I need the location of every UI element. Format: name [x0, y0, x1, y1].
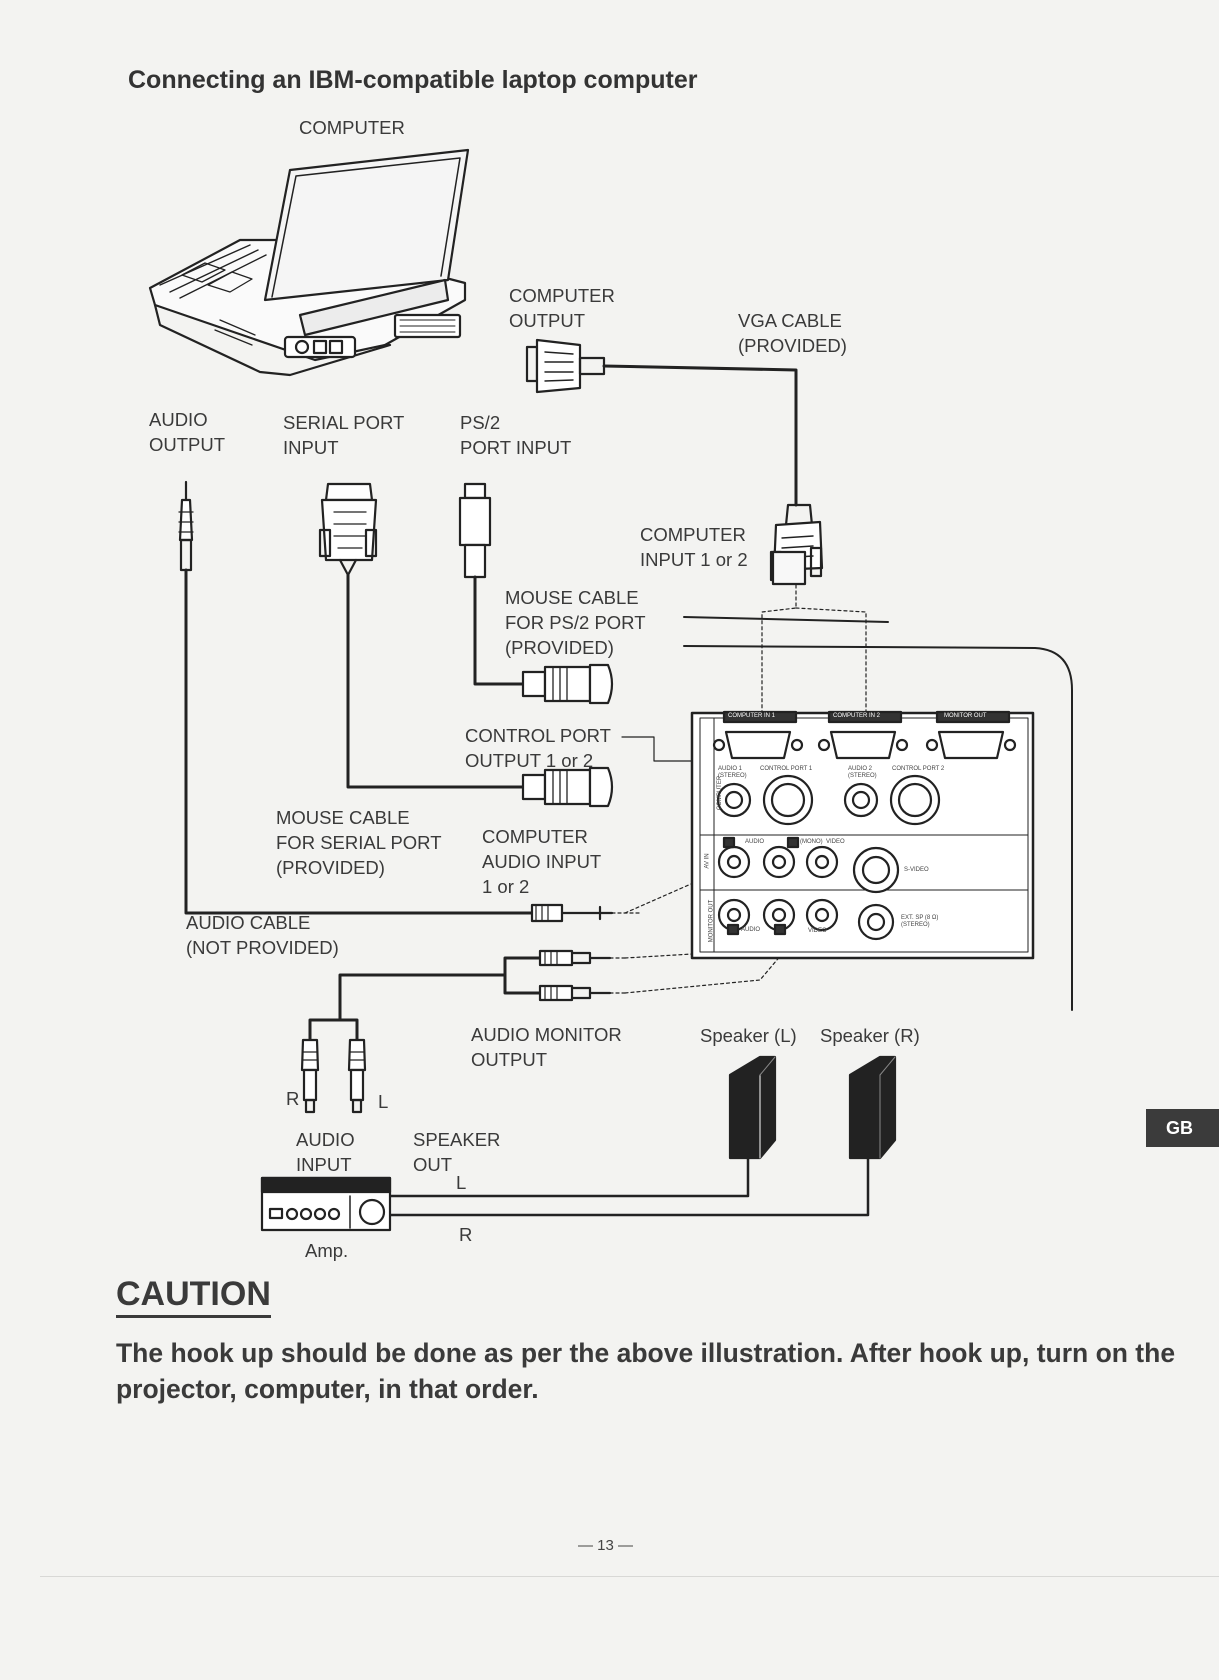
- ps2-port-input-label: PS/2 PORT INPUT: [460, 412, 572, 458]
- speaker-out-label: SPEAKER OUT: [413, 1129, 501, 1175]
- l-label: L: [378, 1091, 389, 1112]
- language-tab: GB: [1146, 1109, 1219, 1147]
- panel-control-port-2: CONTROL PORT 2: [892, 766, 945, 772]
- audio-monitor-output-label: AUDIO MONITOR OUTPUT: [471, 1024, 622, 1070]
- panel-computer-in-2: COMPUTER IN 2: [833, 713, 881, 719]
- panel-mono: (MONO): [800, 839, 823, 845]
- audio-input-label: AUDIO INPUT: [296, 1129, 355, 1175]
- page-title: Connecting an IBM-compatible laptop comp…: [128, 66, 698, 94]
- vga-cable-label: VGA CABLE (PROVIDED): [738, 310, 847, 356]
- speaker-r-label: Speaker (R): [820, 1025, 920, 1046]
- panel-video-mon: VIDEO: [808, 928, 827, 934]
- page-number: — 13 —: [578, 1537, 634, 1554]
- panel-monitor-out-side: MONITOR OUT: [708, 899, 715, 943]
- mouse-cable-serial-label: MOUSE CABLE FOR SERIAL PORT (PROVIDED): [276, 807, 442, 878]
- out-l-label: L: [456, 1172, 467, 1193]
- panel-audio-1: AUDIO 1: [718, 766, 743, 772]
- panel-stereo-2: (STEREO): [848, 773, 877, 779]
- speaker-right: [848, 1055, 897, 1160]
- mouse-cable-ps2-label: MOUSE CABLE FOR PS/2 PORT (PROVIDED): [505, 587, 646, 658]
- panel-video-av: VIDEO: [826, 839, 845, 845]
- audio-cable: [178, 480, 641, 923]
- audio-output-label: AUDIO OUTPUT: [149, 409, 226, 455]
- speaker-l-label: Speaker (L): [700, 1025, 797, 1046]
- projector-panel: [690, 710, 1035, 960]
- control-port-output-label: CONTROL PORT OUTPUT 1 or 2: [465, 725, 611, 771]
- panel-s-video: S-VIDEO: [904, 867, 929, 873]
- panel-computer-in-1: COMPUTER IN 1: [728, 713, 776, 719]
- amplifier: [260, 1176, 392, 1232]
- computer-label: COMPUTER: [299, 117, 405, 138]
- serial-port-input-label: SERIAL PORT INPUT: [283, 412, 405, 458]
- panel-stereo-ext: (STEREO): [901, 922, 930, 928]
- page-edge-divider: [40, 1576, 1219, 1577]
- rca-audio-cable: [300, 949, 626, 1114]
- computer-input-label: COMPUTER INPUT 1 or 2: [640, 524, 748, 570]
- panel-audio-av: AUDIO: [745, 839, 765, 845]
- panel-audio-2: AUDIO 2: [848, 766, 873, 772]
- caution-text: The hook up should be done as per the ab…: [116, 1338, 1176, 1404]
- computer-output-label: COMPUTER OUTPUT: [509, 285, 615, 331]
- amp-label: Amp.: [305, 1240, 349, 1261]
- panel-ext-sp: EXT. SP (8 Ω): [901, 915, 939, 921]
- serial-mouse-cable: [318, 482, 614, 808]
- caution-heading: CAUTION: [116, 1275, 271, 1318]
- panel-control-port-1: CONTROL PORT 1: [760, 766, 813, 772]
- vga-cable: [525, 338, 824, 586]
- panel-stereo-1: (STEREO): [718, 773, 747, 779]
- panel-av-in: AV IN: [704, 853, 711, 869]
- computer-audio-input-label: COMPUTER AUDIO INPUT 1 or 2: [482, 826, 602, 897]
- panel-audio-mon: AUDIO: [741, 927, 761, 933]
- panel-computer-side: COMPUTER: [717, 775, 724, 811]
- laptop-illustration: [148, 148, 470, 377]
- speaker-left: [728, 1055, 777, 1160]
- audio-cable-label: AUDIO CABLE (NOT PROVIDED): [186, 912, 339, 958]
- ps2-mouse-cable: [458, 482, 614, 705]
- r-label: R: [286, 1088, 300, 1109]
- out-r-label: R: [459, 1224, 473, 1245]
- panel-monitor-out: MONITOR OUT: [944, 713, 987, 719]
